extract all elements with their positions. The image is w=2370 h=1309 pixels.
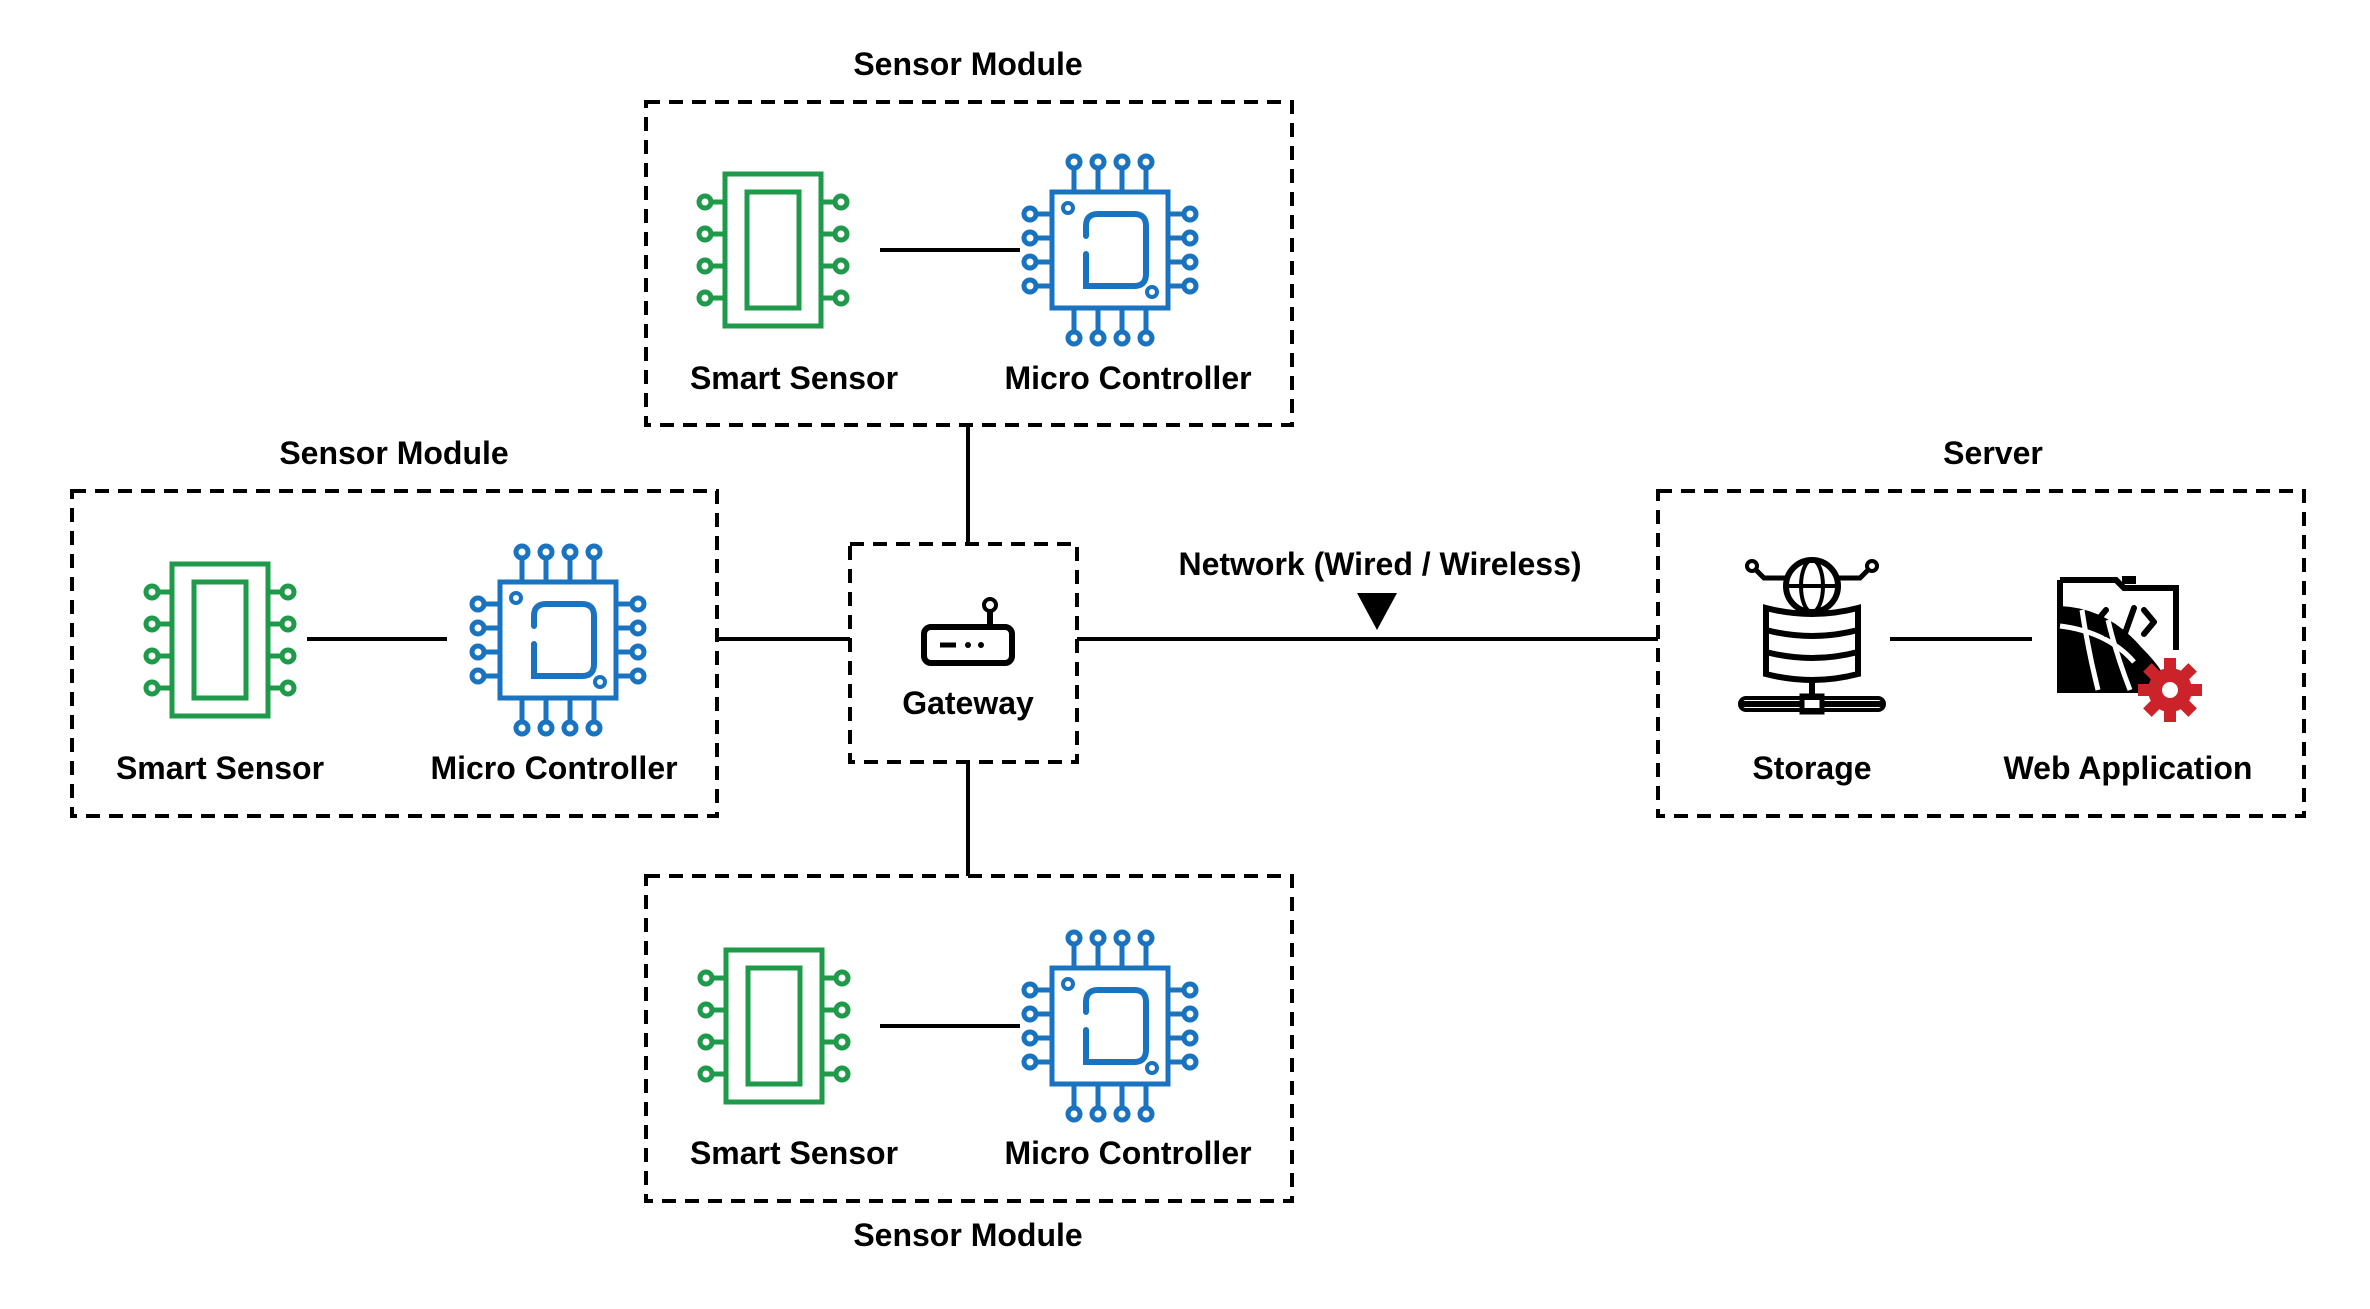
sensor-chip-icon <box>146 564 294 716</box>
web-app-gear-icon <box>2057 576 2202 722</box>
database-server-icon <box>1738 557 1886 715</box>
network-annotation: Network (Wired / Wireless) <box>1178 546 1582 630</box>
storage-label: Storage <box>1752 750 1871 786</box>
module-title: Sensor Module <box>853 46 1082 82</box>
module-title: Sensor Module <box>853 1217 1082 1253</box>
server-node: Server <box>1656 435 2306 818</box>
triangle-down-icon <box>1357 593 1397 630</box>
module-title: Sensor Module <box>279 435 508 471</box>
smart-sensor-label: Smart Sensor <box>116 750 324 786</box>
gateway-boundary <box>848 542 1079 764</box>
microcontroller-icon <box>1024 156 1196 344</box>
gateway-node: Gateway <box>848 542 1079 764</box>
micro-controller-label: Micro Controller <box>1004 360 1251 396</box>
sensor-module-bottom: Smart Sensor Micro Controller Sensor Mod… <box>644 874 1294 1253</box>
microcontroller-icon <box>472 546 644 734</box>
server-boundary <box>1656 489 2306 818</box>
sensor-chip-icon <box>699 174 847 326</box>
server-title: Server <box>1943 435 2043 471</box>
web-application-label: Web Application <box>2004 750 2253 786</box>
module-boundary <box>70 489 719 818</box>
sensor-module-left: Sensor Module Smart Sensor Micro Control… <box>70 435 719 818</box>
micro-controller-label: Micro Controller <box>430 750 677 786</box>
router-icon <box>921 597 1015 666</box>
smart-sensor-label: Smart Sensor <box>690 360 898 396</box>
gateway-label: Gateway <box>902 685 1034 721</box>
module-boundary <box>644 874 1294 1203</box>
sensor-module-top: Sensor Module Smart Sensor Micro Control… <box>644 46 1294 427</box>
sensor-chip-icon <box>700 950 848 1102</box>
microcontroller-icon <box>1024 932 1196 1120</box>
module-boundary <box>644 100 1294 427</box>
network-label: Network (Wired / Wireless) <box>1178 546 1581 582</box>
micro-controller-label: Micro Controller <box>1004 1135 1251 1171</box>
smart-sensor-label: Smart Sensor <box>690 1135 898 1171</box>
